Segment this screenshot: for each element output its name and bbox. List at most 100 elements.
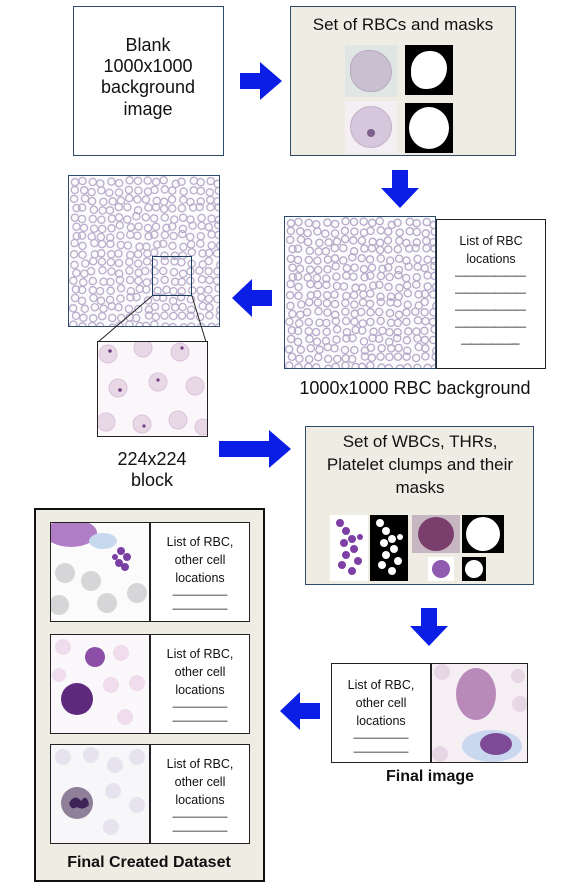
rbc-ring [205, 303, 214, 312]
rbc-ring [198, 249, 207, 258]
rbc-ring [288, 309, 297, 319]
rbc-ring [412, 272, 422, 282]
rbc-ring [204, 256, 213, 266]
rbc-ring [197, 213, 206, 223]
arrow-right-icon [219, 430, 291, 468]
rbc-ring [285, 345, 294, 354]
rbc-ring [77, 214, 87, 224]
rbc-ring [206, 195, 215, 205]
rbc-ring [339, 256, 348, 265]
rbc-ring [214, 220, 219, 230]
rbc-ring [79, 223, 89, 233]
rbc-ring [393, 318, 403, 328]
rbc-ring [78, 241, 87, 251]
rbc-ring [430, 256, 435, 266]
rbc-ring [430, 364, 435, 368]
rbc-mask-shape [411, 51, 447, 89]
thr-mask-image [462, 557, 486, 581]
rbc-ring [376, 352, 385, 361]
rbc-ring [197, 275, 207, 284]
rbc-ring [124, 193, 134, 203]
rbc-ring [394, 343, 403, 353]
rbc-ring [179, 195, 188, 205]
rbc-ring [287, 326, 297, 335]
rbc-ring [347, 354, 357, 364]
rbc-ring [106, 239, 115, 249]
rbc-ring [160, 185, 170, 194]
rbc-ring [178, 213, 188, 222]
rbc-ring [359, 264, 369, 274]
arrow-left-icon [280, 692, 320, 730]
platelet-clump-mask [370, 515, 408, 581]
rbc-ring [116, 240, 126, 250]
rbc-ring [185, 232, 195, 242]
dataset-entry-cells [52, 639, 145, 725]
rbc-ring [88, 321, 97, 326]
rbc-ring [393, 298, 402, 308]
rbc-ring [135, 242, 144, 252]
rbc-ring [126, 222, 136, 232]
rbc-ring [321, 229, 330, 238]
rbc-ring [98, 206, 107, 215]
rbc-ring [114, 188, 124, 197]
rbc-ring [393, 352, 403, 361]
rbc-ring [131, 313, 141, 323]
rbc-ring [385, 308, 395, 318]
rbc-ring [207, 322, 216, 326]
rbc-ring [78, 176, 87, 186]
rbc-ring [357, 253, 366, 263]
rbc-ring [97, 215, 106, 224]
rbc-ring [321, 247, 331, 256]
rbc-sample-image [345, 45, 397, 97]
rbc-ring [357, 236, 367, 245]
rbc-ring [132, 212, 141, 221]
rbc-ring [160, 251, 169, 260]
rbc-ring [313, 290, 322, 299]
rbc-ring [195, 266, 204, 275]
block-cells [98, 342, 207, 436]
rbc-ring [79, 186, 89, 195]
rbc-ring [88, 285, 98, 295]
rbc-background-image [284, 216, 436, 369]
rbc-ring [313, 352, 323, 362]
rbc-ring [413, 363, 422, 368]
rbc-ring [179, 187, 188, 196]
rbc-ring [349, 290, 359, 300]
rbc-ring [358, 319, 368, 328]
rbc-ring [116, 294, 125, 303]
rbc-ring [212, 276, 219, 286]
platelet-mask-shape [376, 519, 403, 575]
rbc-ring [286, 301, 295, 311]
wbc-sample-image [412, 515, 460, 553]
rbc-ring [367, 353, 377, 363]
rbc-ring [78, 278, 88, 287]
rbc-ring [386, 344, 396, 353]
rbc-ring [144, 203, 153, 212]
rbc-ring [96, 232, 106, 242]
block-image [97, 341, 208, 437]
rbc-ring [107, 214, 117, 223]
rbc-ring [186, 267, 195, 276]
rbc-ring [150, 185, 159, 195]
rbc-ring [150, 320, 159, 326]
rbc-ring [342, 334, 351, 343]
rbc-list-title: List of RBC locations [459, 234, 523, 267]
rbc-ring [360, 244, 369, 253]
rbc-ring [152, 292, 161, 302]
rbc-ring [330, 299, 340, 309]
rbc-ring [377, 363, 386, 368]
zoom-lines [97, 295, 207, 343]
rbc-ring [411, 307, 420, 316]
rbc-ring [108, 323, 117, 326]
rbc-ring [134, 304, 143, 314]
rbc-ring [359, 290, 368, 299]
rbc-ring [123, 202, 132, 212]
rbc-ring [365, 299, 375, 309]
rbc-ring [330, 229, 340, 238]
rbc-ring [366, 317, 375, 327]
rbc-ring [294, 319, 304, 328]
rbc-ring [144, 232, 153, 241]
rbc-ring [197, 322, 206, 326]
rbc-ring [286, 218, 296, 228]
rbc-ring [99, 197, 108, 207]
